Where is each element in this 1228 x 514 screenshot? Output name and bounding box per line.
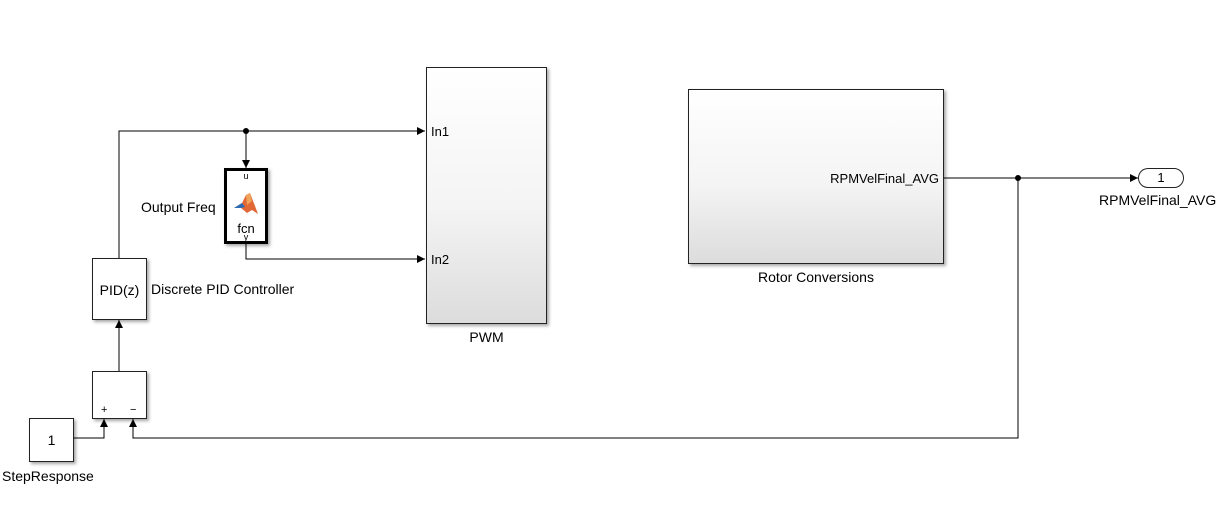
signal-fcn-to-pwm-in2 bbox=[245, 244, 425, 263]
fcn-input-port-label: u bbox=[243, 171, 249, 181]
branch-point-pid bbox=[243, 128, 249, 134]
pwm-label: PWM bbox=[469, 329, 504, 345]
signal-feedback bbox=[129, 178, 1019, 439]
fcn-block-label: Output Freq bbox=[141, 199, 216, 215]
signal-step-to-sum bbox=[74, 419, 108, 439]
pid-block-text: PID(z) bbox=[99, 282, 140, 298]
signal-pid-to-pwm-in1 bbox=[118, 127, 425, 258]
rotor-output-port: RPMVelFinal_AVG bbox=[830, 171, 939, 186]
pwm-in1-port: In1 bbox=[431, 124, 450, 139]
pid-controller-block[interactable]: PID(z) bbox=[92, 258, 147, 320]
sum-block[interactable]: + − bbox=[92, 371, 147, 419]
step-block-label: StepResponse bbox=[2, 468, 94, 484]
pid-controller-label: Discrete PID Controller bbox=[151, 281, 295, 297]
step-block[interactable]: 1 bbox=[29, 418, 74, 462]
rotor-conversions-label: Rotor Conversions bbox=[758, 269, 874, 285]
sum-plus-sign: + bbox=[101, 404, 108, 416]
fcn-block[interactable]: u fcn y bbox=[224, 168, 268, 244]
matlab-logo-icon bbox=[234, 193, 258, 214]
fcn-output-port-label: y bbox=[243, 232, 249, 242]
sum-minus-sign: − bbox=[130, 404, 137, 416]
fcn-block-text: fcn bbox=[237, 221, 255, 236]
pwm-in2-port: In2 bbox=[431, 252, 450, 267]
step-value: 1 bbox=[47, 432, 56, 448]
rotor-conversions-subsystem[interactable]: RPMVelFinal_AVG bbox=[688, 89, 944, 264]
pwm-subsystem[interactable]: In1 In2 bbox=[426, 67, 547, 324]
outport-block[interactable]: 1 bbox=[1138, 168, 1184, 188]
outport-number: 1 bbox=[1157, 170, 1165, 185]
branch-point-rpm bbox=[1015, 175, 1021, 181]
outport-label: RPMVelFinal_AVG bbox=[1099, 192, 1217, 208]
